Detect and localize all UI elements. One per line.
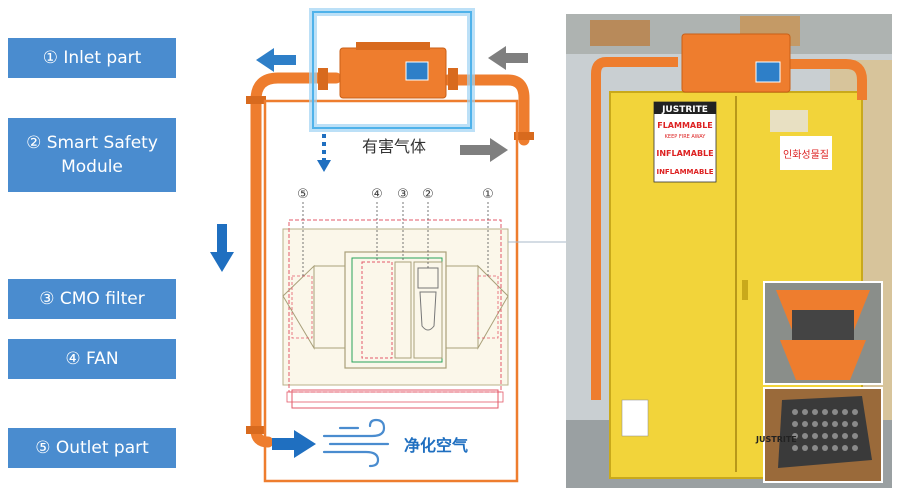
label-smart-safety-module: ② Smart Safety Module [8, 118, 176, 192]
marker-4: ④ [371, 187, 383, 202]
arrow-inlet-left [256, 48, 296, 72]
marker-5: ⑤ [297, 187, 309, 202]
photo-cabinet [566, 14, 892, 488]
placard-brand: JUSTRITE [661, 105, 708, 115]
pipe-flanges [246, 68, 534, 434]
label-inlet-part: ① Inlet part [8, 38, 176, 78]
inset-filter-open [763, 281, 883, 385]
marker-3: ③ [397, 187, 409, 202]
inset-honeycomb-filter [763, 387, 883, 483]
enclosure-outline [263, 99, 519, 483]
cad-drawing [282, 202, 566, 409]
label-cmo-filter: ③ CMO filter [8, 279, 176, 319]
arrow-harmful-gas-gray [460, 138, 508, 162]
safety-module-box [339, 47, 447, 99]
arrow-purified-blue [272, 430, 316, 458]
marker-2: ② [422, 187, 434, 202]
marker-1: ① [482, 187, 494, 202]
label-outlet-part: ⑤ Outlet part [8, 428, 176, 468]
placard-warning-2: KEEP FIRE AWAY [665, 134, 707, 140]
placard-warning-4: INFLAMMABLE [656, 168, 713, 176]
harmful-gas-text: 有害气体 [362, 137, 426, 156]
wind-icon [322, 418, 390, 468]
door-brand: JUSTRITE [755, 435, 797, 444]
module-highlight [312, 11, 472, 129]
purified-air-text: 净化空气 [404, 436, 468, 455]
module-display-icon [405, 61, 429, 81]
korean-flammable-label: 인화성물질 [783, 149, 829, 161]
arrow-inlet-right-gray [488, 46, 528, 70]
label-fan: ④ FAN [8, 339, 176, 379]
arrow-down-blue [210, 224, 234, 272]
placard-warning-1: FLAMMABLE [657, 121, 713, 130]
placard-warning-3: INFLAMABLE [656, 149, 713, 158]
